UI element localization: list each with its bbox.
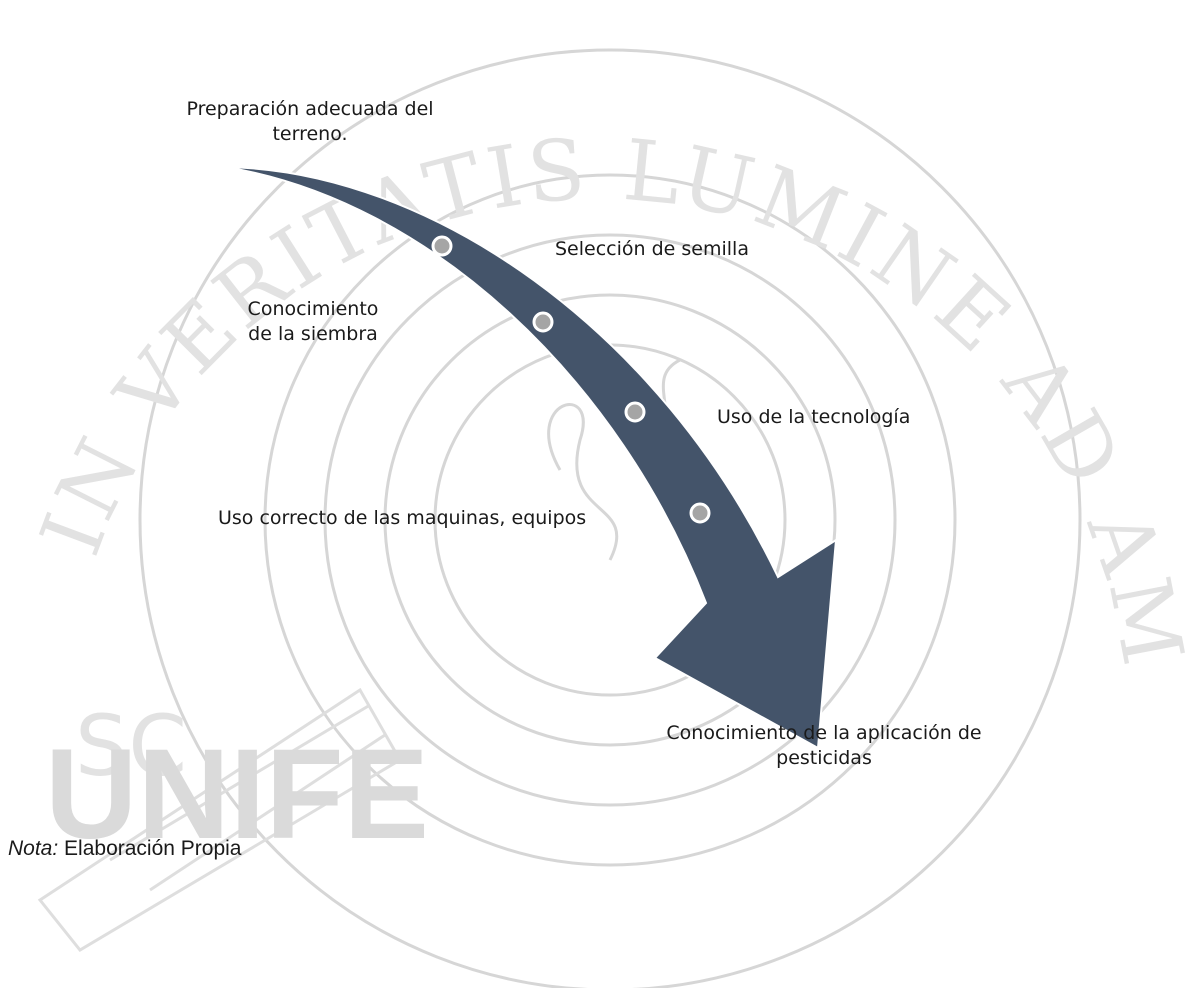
step-label-siembra: Conocimiento de la siembra (247, 298, 379, 345)
step-marker-4 (689, 502, 711, 524)
unife-logo: UNIFE (45, 723, 429, 866)
step-marker-1 (431, 235, 453, 257)
seal-initials: SC (75, 697, 187, 795)
torch-handle-icon (37, 687, 403, 952)
step-label-seleccion: Selección de semilla (555, 238, 749, 260)
curved-arrow (224, 166, 838, 750)
step-marker-3 (624, 401, 646, 423)
step-label-pesticidas: Conocimiento de la aplicación de pestici… (666, 722, 982, 769)
step-label-preparacion: Preparación adecuada del terreno. (186, 98, 434, 145)
figure-note: Nota: Elaboración Propia (8, 837, 242, 861)
step-label-tecnologia: Uso de la tecnología (717, 406, 911, 428)
step-marker-2 (532, 311, 554, 333)
note-label: Nota: (8, 837, 59, 860)
step-label-maquinas: Uso correcto de las maquinas, equipos (218, 507, 587, 529)
note-text: Elaboración Propia (64, 837, 242, 860)
